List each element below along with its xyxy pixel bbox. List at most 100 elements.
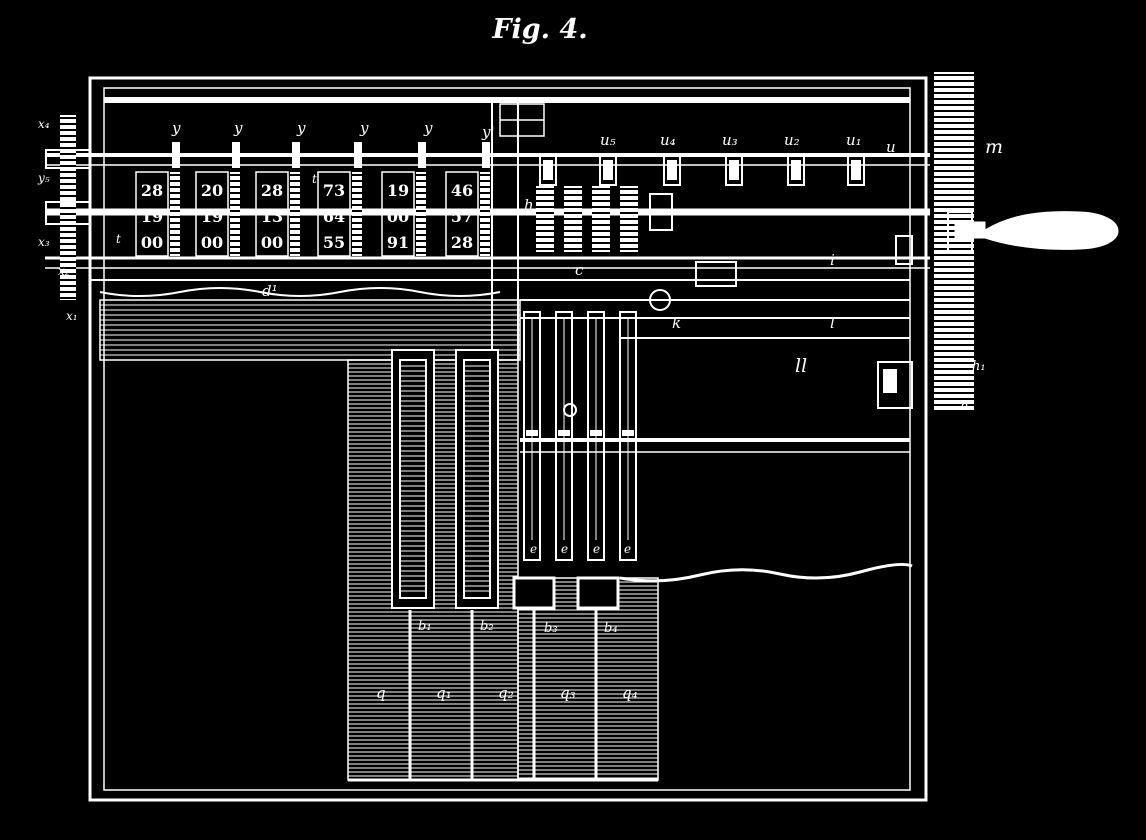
crank-handle xyxy=(954,211,1119,250)
label-e-1: e xyxy=(530,542,537,556)
wavy-cut-bottom xyxy=(619,563,913,583)
u-wheel xyxy=(787,154,805,186)
wheel-post xyxy=(418,142,426,168)
label-ll: ll xyxy=(795,355,807,377)
u-wheel xyxy=(847,154,865,186)
lever-bar xyxy=(587,311,605,561)
wheel-digits: 00 xyxy=(201,233,223,252)
left-collar-2 xyxy=(45,201,91,225)
counter-wheel: 28 19 00 xyxy=(135,142,180,257)
label-u3: u₃ xyxy=(722,131,738,149)
label-h: h xyxy=(524,196,534,214)
lever-bars xyxy=(523,311,637,561)
counter-wheel: 28 13 00 xyxy=(255,142,300,257)
wheel-ratchet xyxy=(230,172,240,256)
label-b3: b₃ xyxy=(544,621,558,636)
label-q3: q₂ xyxy=(498,684,514,702)
label-q1: q xyxy=(376,684,386,702)
label-y5: y₅ xyxy=(37,171,50,185)
label-i: i xyxy=(830,251,835,269)
right-gear-m xyxy=(934,72,974,412)
wheel-ratchet xyxy=(416,172,426,256)
label-c: c xyxy=(575,261,584,279)
label-e-3: e xyxy=(593,542,600,556)
key-slabs xyxy=(391,349,620,610)
label-m: m xyxy=(985,136,1003,158)
wheel-digits: 64 xyxy=(323,207,345,226)
label-u4: u₄ xyxy=(660,131,676,149)
u-wheel xyxy=(725,154,743,186)
counter-wheel: 73 64 55 xyxy=(317,142,362,257)
wheel-digits: 46 xyxy=(451,181,473,200)
wheel-digits: 73 xyxy=(323,181,345,200)
label-y-1: y xyxy=(171,119,181,137)
wheel-digits: 19 xyxy=(141,207,163,226)
u-wheel xyxy=(599,154,617,186)
label-h1: h₁ xyxy=(972,359,986,374)
wheel-digits: 00 xyxy=(261,233,283,252)
label-e-4: e xyxy=(624,542,631,556)
u-wheel xyxy=(539,154,557,186)
label-u1: u₁ xyxy=(846,131,862,149)
label-q5: q₄ xyxy=(622,684,638,702)
wheel-digits: 00 xyxy=(141,233,163,252)
label-b1: b₁ xyxy=(418,619,432,634)
wheel-post xyxy=(482,142,490,168)
wheel-digits: 28 xyxy=(261,181,283,200)
tall-slab xyxy=(455,349,499,609)
hatched-plate xyxy=(99,299,521,361)
label-e-2: e xyxy=(561,542,568,556)
label-y-4: y xyxy=(359,119,369,137)
pawl-teeth xyxy=(620,186,638,252)
wheel-digits: 13 xyxy=(261,207,283,226)
wheel-ratchet xyxy=(352,172,362,256)
label-x4: x₄ xyxy=(38,117,50,131)
wheel-digits: 91 xyxy=(387,233,409,252)
counter-wheel: 46 57 28 xyxy=(445,142,490,257)
wheel-digits: 20 xyxy=(201,181,223,200)
pawl-cluster xyxy=(536,186,638,252)
wheel-post xyxy=(354,142,362,168)
label-x2: x₂ xyxy=(58,264,70,278)
pawl-teeth xyxy=(536,186,554,252)
wavy-cut-top xyxy=(99,287,501,297)
wheel-digits: 28 xyxy=(141,181,163,200)
wheel-digits: 57 xyxy=(451,207,473,226)
label-y-5: y xyxy=(423,119,433,137)
outer-frame xyxy=(88,76,928,802)
lever-bar xyxy=(555,311,573,561)
tall-slab xyxy=(391,349,435,609)
wheel-digits: 19 xyxy=(387,181,409,200)
label-b4: b₄ xyxy=(604,621,618,636)
right-latch xyxy=(563,193,913,417)
wheel-digits: 55 xyxy=(323,233,345,252)
label-y-prime: y' xyxy=(481,123,495,141)
label-y-3: y xyxy=(296,119,306,137)
wheel-digits: 00 xyxy=(387,207,409,226)
central-column xyxy=(491,100,545,360)
pawl-teeth xyxy=(564,186,582,252)
label-u: u xyxy=(886,138,896,156)
wheel-digits: 28 xyxy=(451,233,473,252)
label-k: k xyxy=(672,314,681,332)
u-wheel xyxy=(663,154,681,186)
label-y-2: y xyxy=(233,119,243,137)
label-u2: u₂ xyxy=(784,131,800,149)
label-b2: b₂ xyxy=(480,619,494,634)
counter-wheel: 19 00 91 xyxy=(381,142,426,257)
label-d1: d¹ xyxy=(262,282,278,300)
label-q2: q₁ xyxy=(436,684,452,702)
label-n1: n' xyxy=(960,399,972,414)
wheel-ratchet xyxy=(290,172,300,256)
right-gear-teeth xyxy=(934,72,974,412)
left-collar-1 xyxy=(45,149,91,169)
label-u5: u₅ xyxy=(600,131,616,149)
lever-bar xyxy=(523,311,541,561)
shafts xyxy=(45,153,930,453)
short-slab xyxy=(576,576,620,610)
label-x3: x₃ xyxy=(38,235,50,249)
wheel-post xyxy=(292,142,300,168)
label-t-2: t xyxy=(312,172,317,186)
